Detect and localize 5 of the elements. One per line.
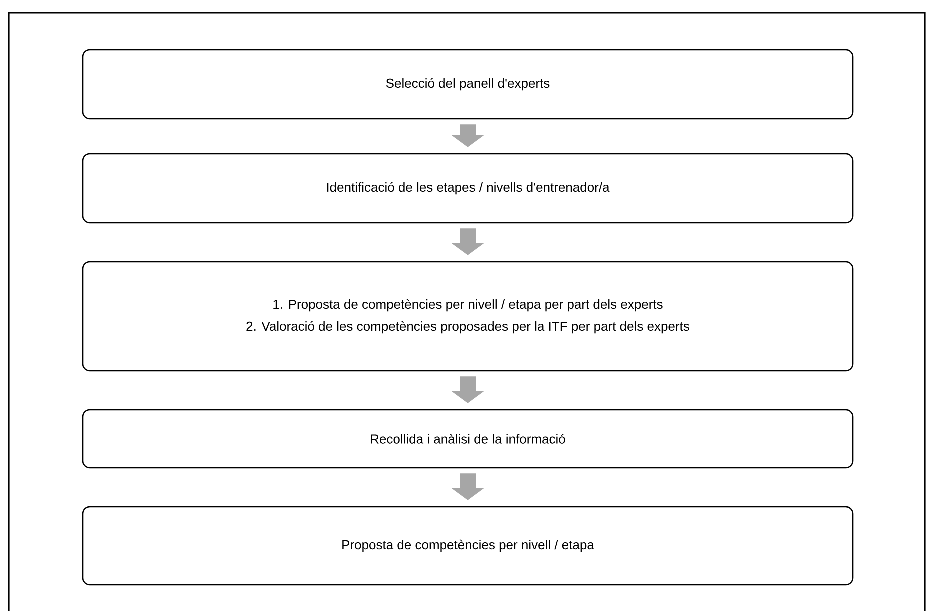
process-box: Selecció del panell d'experts	[82, 49, 854, 120]
process-box: Identificació de les etapes / nivells d'entrenador/a	[82, 153, 854, 224]
process-box: Recollida i anàlisi de la informació	[82, 409, 854, 469]
process-box: Proposta de competències per nivell / etapa	[82, 506, 854, 586]
process-box: 1. Proposta de competències per nivell / etapa per part dels experts 2. Valoració de les competències proposades per la ITF per part dels experts	[82, 261, 854, 372]
